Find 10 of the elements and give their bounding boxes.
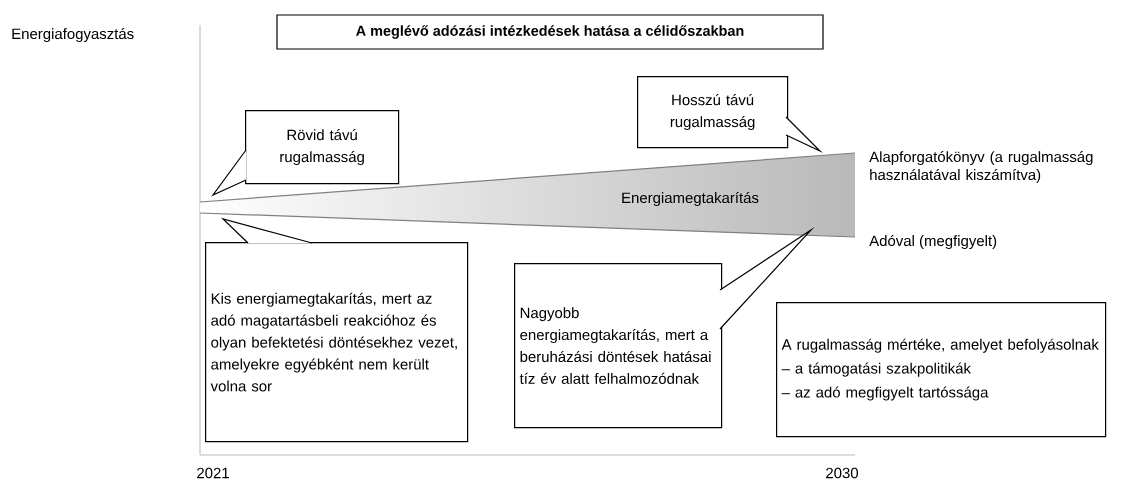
- text-box: A rugalmasság mértéke, amelyet befolyásolnak – a támogatási szakpolitikák – az adó megfigyelt tartóssága: [776, 302, 1107, 438]
- axis-label: Energiafogyasztás: [12, 27, 134, 43]
- title-box: A meglévő adózási intézkedések hatása a célidőszakban: [276, 14, 824, 50]
- year-label: 2021: [197, 467, 229, 479]
- speech-bubble: Kis energiamegtakarítás, mert az adó magatartásbeli reakcióhoz és olyan befektetési döntésekhez vezet, amelyekre egyébként nem került volna sor: [205, 217, 469, 443]
- speech-bubble: Hosszú távú rugalmasság: [637, 76, 823, 153]
- year-label: 2030: [826, 467, 859, 479]
- line-label: Alapforgatókönyv (a rugalmasság használatával kiszámítva): [869, 151, 1093, 183]
- speech-bubble: Rövid távú rugalmasság: [211, 110, 400, 197]
- line-label: Adóval (megfigyelt): [869, 234, 997, 250]
